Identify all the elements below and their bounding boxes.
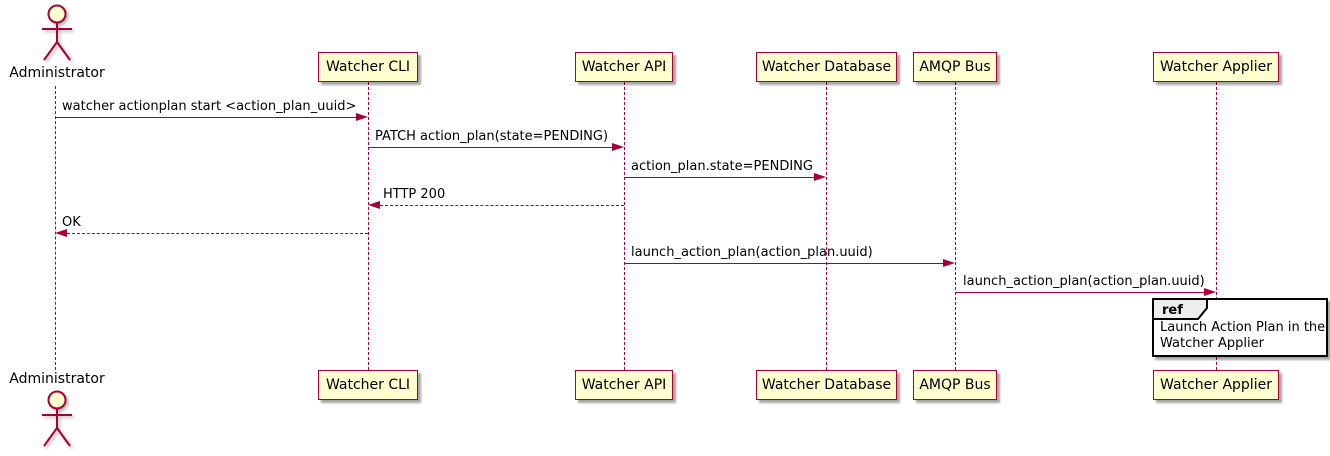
message-label: watcher actionplan start <action_plan_uu… (62, 99, 357, 114)
actor-icon (42, 4, 72, 61)
lifeline-administrator (55, 86, 56, 370)
lifeline-watcher-database (826, 82, 827, 370)
ref-text-line2: Watcher Applier (1160, 336, 1264, 351)
actor-icon-bottom (42, 390, 72, 447)
participant-watcher-api-bottom: Watcher API (575, 370, 673, 400)
message-label: launch_action_plan(action_plan.uuid) (631, 245, 873, 260)
message-label: action_plan.state=PENDING (631, 159, 813, 174)
actor-label: Administrator (9, 65, 105, 81)
actor-label-bottom: Administrator (9, 371, 105, 387)
lifeline-watcher-api (624, 82, 625, 370)
message-arrow (955, 292, 1205, 293)
message-arrow (624, 177, 815, 178)
message-label: launch_action_plan(action_plan.uuid) (963, 274, 1205, 289)
message-arrow (368, 147, 613, 148)
ref-keyword: ref (1162, 303, 1183, 318)
ref-text-line1: Launch Action Plan in the (1160, 320, 1326, 335)
arrowhead-icon (814, 173, 826, 181)
arrowhead-icon (55, 229, 67, 237)
participant-watcher-database-bottom: Watcher Database (756, 370, 897, 400)
participant-watcher-cli-bottom: Watcher CLI (318, 370, 418, 400)
ref-text: Launch Action Plan in the Watcher Applie… (1160, 320, 1325, 352)
message-arrow (624, 263, 944, 264)
message-label: HTTP 200 (383, 187, 446, 202)
message-label: PATCH action_plan(state=PENDING) (375, 129, 609, 144)
arrowhead-icon (612, 143, 624, 151)
participant-watcher-cli: Watcher CLI (318, 52, 418, 82)
arrowhead-icon (1204, 288, 1216, 296)
lifeline-watcher-cli (368, 82, 369, 370)
participant-watcher-applier-bottom: Watcher Applier (1153, 370, 1279, 400)
participant-amqp-bus-bottom: AMQP Bus (913, 370, 997, 400)
message-return-arrow (380, 205, 624, 206)
lifeline-watcher-applier (1216, 82, 1217, 370)
ref-fragment: ref Launch Action Plan in the Watcher Ap… (1152, 298, 1328, 357)
arrowhead-icon (356, 113, 368, 121)
message-label: OK (62, 215, 81, 230)
participant-amqp-bus: AMQP Bus (913, 52, 997, 82)
ref-tab: ref (1152, 298, 1208, 320)
arrowhead-icon (943, 259, 955, 267)
arrowhead-icon (368, 201, 380, 209)
participant-watcher-applier: Watcher Applier (1153, 52, 1279, 82)
participant-watcher-database: Watcher Database (756, 52, 897, 82)
lifeline-amqp-bus (955, 82, 956, 370)
message-return-arrow (67, 233, 368, 234)
message-arrow (55, 117, 357, 118)
participant-watcher-api: Watcher API (575, 52, 673, 82)
